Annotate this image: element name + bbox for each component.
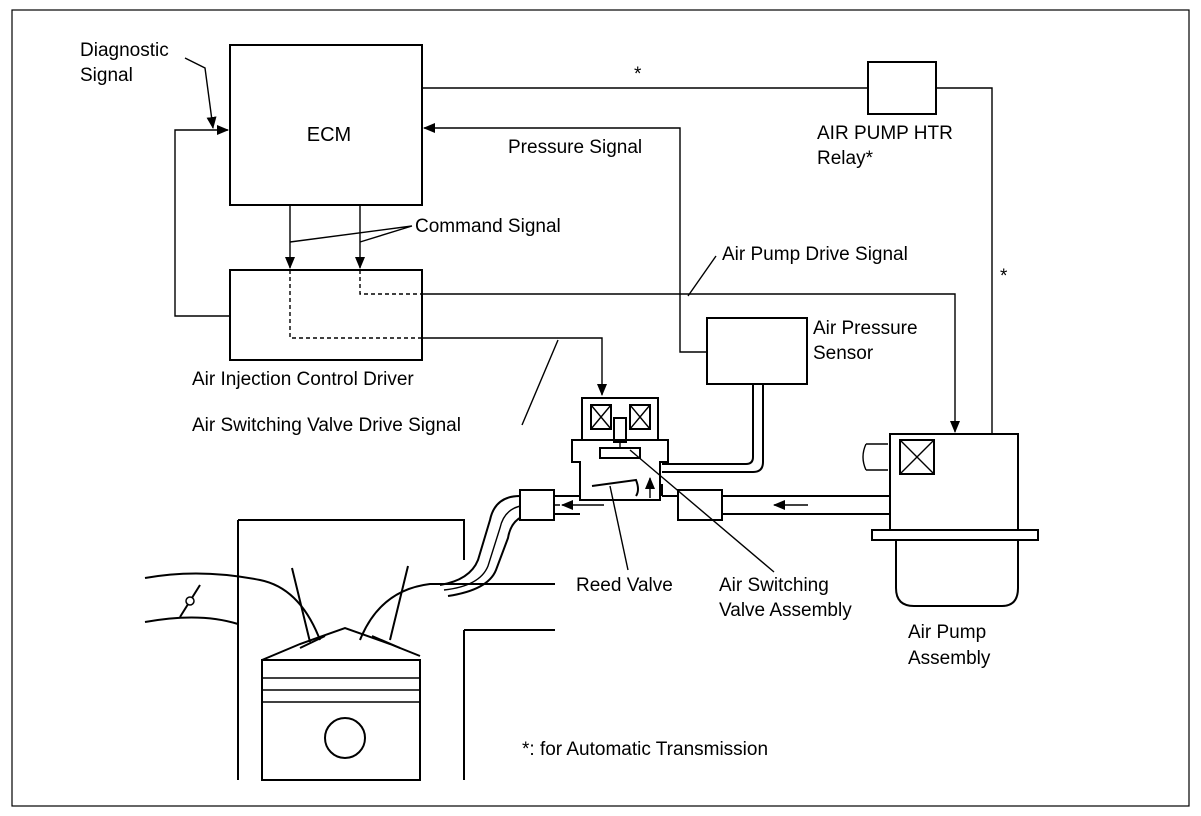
pressure-signal-wire — [423, 123, 707, 353]
asterisk-ecm-relay: * — [634, 64, 642, 85]
air-pressure-sensor-box — [706, 317, 808, 385]
air-pressure-sensor-label-line2: Sensor — [813, 343, 874, 364]
air-pump-drive-signal-wire — [422, 293, 960, 433]
relay-airpump-wire — [936, 87, 993, 435]
reed-valve-shape — [591, 478, 639, 497]
valve-plunger — [613, 417, 627, 443]
exhaust-port-top — [359, 583, 555, 641]
relay-label-line1: AIR PUMP HTR — [817, 123, 953, 144]
air-pump-connector — [862, 443, 888, 471]
diagnostic-signal-wire — [174, 125, 230, 317]
switching-valve-drive-signal-label: Air Switching Valve Drive Signal — [192, 415, 461, 436]
command-signal-label: Command Signal — [415, 216, 561, 237]
pipe-flange-left — [519, 489, 555, 521]
air-pump-lower — [895, 540, 1019, 607]
air-pump-htr-relay-box — [867, 61, 937, 115]
switching-valve-drive-wire — [422, 337, 607, 396]
pressure-sensor-tube-inner — [662, 384, 754, 465]
intake-port-top — [144, 572, 321, 641]
solenoid-coil-left-x — [590, 404, 612, 430]
driver-label: Air Injection Control Driver — [192, 369, 414, 390]
air-pump-label-line1: Air Pump — [908, 622, 986, 643]
diagnostic-label-line1: Diagnostic — [80, 40, 169, 61]
cylinder-top — [238, 519, 465, 560]
pressure-signal-label: Pressure Signal — [508, 137, 642, 158]
exhaust-valve — [371, 565, 409, 649]
switching-valve-label-line2: Valve Assembly — [719, 600, 852, 621]
switching-valve-leader — [629, 449, 775, 573]
diagnostic-label-line2: Signal — [80, 65, 133, 86]
air-pump-label-line2: Assembly — [908, 648, 991, 669]
air-pump-drive-leader — [687, 255, 717, 297]
intake-port-bottom — [144, 616, 239, 625]
engine-pipe-top — [439, 495, 580, 586]
diagram-frame — [11, 9, 1190, 807]
pipe-flange-right — [677, 489, 723, 521]
switching-valve-label-line1: Air Switching — [719, 575, 829, 596]
air-pressure-sensor-label-line1: Air Pressure — [813, 318, 918, 339]
intake-valve — [291, 567, 326, 649]
driver-internal-path-1 — [289, 270, 422, 339]
valve-lower-housing — [571, 439, 669, 501]
command-signal-leader — [289, 225, 413, 243]
piston-pin — [324, 717, 366, 759]
solenoid-coil-right-x — [629, 404, 651, 430]
combustion-chamber — [261, 626, 421, 661]
throttle-shaft — [185, 596, 195, 606]
reed-valve-label: Reed Valve — [576, 575, 673, 596]
ecm-box — [229, 44, 423, 206]
air-injection-control-driver-box — [229, 269, 423, 361]
driver-internal-path-2 — [359, 270, 422, 295]
footnote-label: *: for Automatic Transmission — [522, 739, 768, 760]
pressure-sensor-tube-outer — [662, 384, 764, 473]
air-pump-drive-signal-label: Air Pump Drive Signal — [722, 244, 908, 265]
reed-valve-leader — [609, 485, 629, 571]
diagnostic-leader — [184, 57, 217, 129]
relay-label-line2: Relay* — [817, 148, 874, 169]
air-pump-flange — [871, 529, 1039, 541]
switching-valve-drive-leader — [521, 339, 559, 426]
air-pump-motor-coil-x — [899, 439, 935, 475]
asterisk-relay-pump: * — [1000, 266, 1008, 287]
ecm-label: ECM — [307, 124, 351, 146]
